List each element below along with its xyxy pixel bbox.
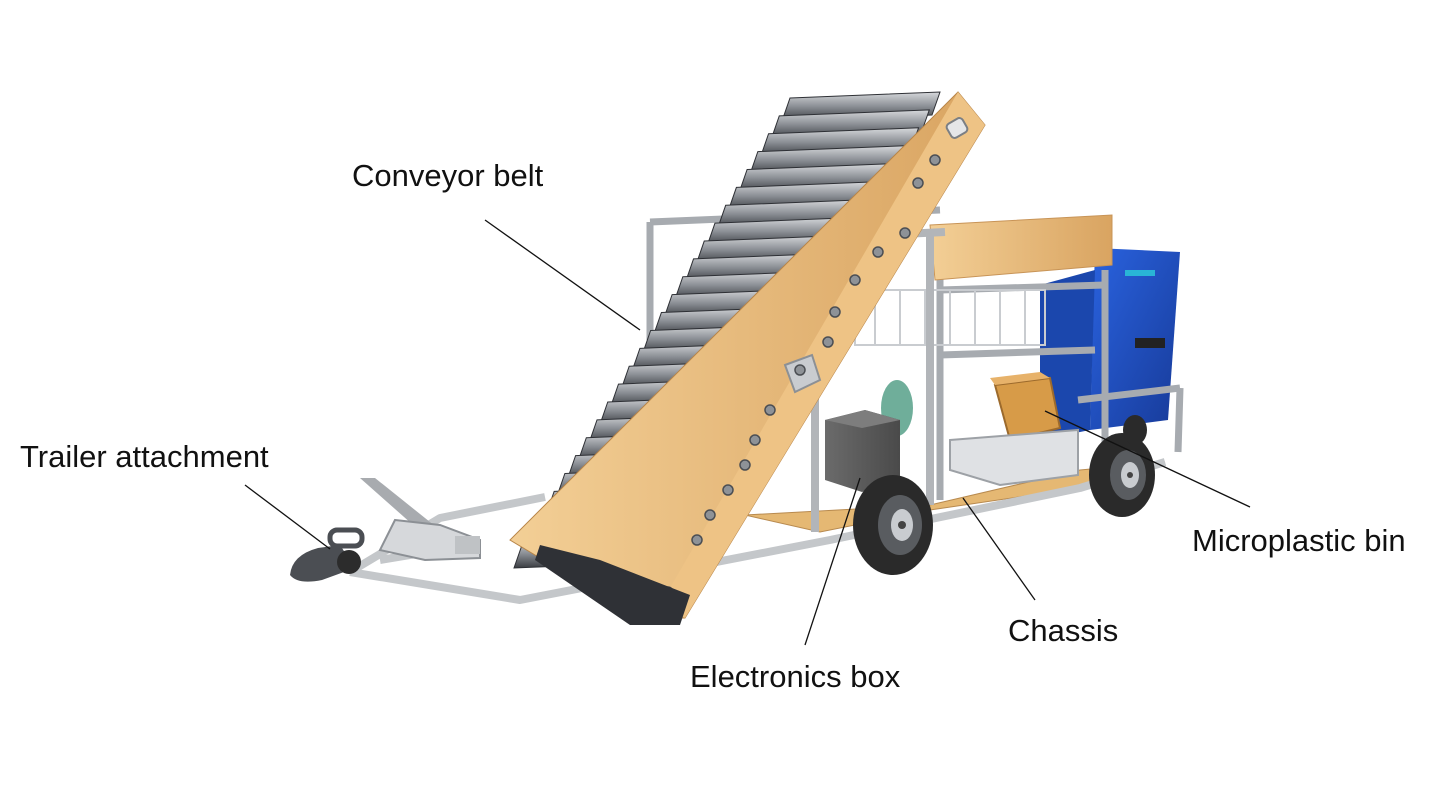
trailer-hitch (290, 478, 481, 582)
label-microplastic-bin: Microplastic bin (1192, 523, 1406, 558)
bolt (722, 484, 734, 496)
label-trailer-attachment: Trailer attachment (20, 439, 269, 474)
conveyor-underside (535, 545, 690, 625)
conveyor-motor-shaft (945, 117, 969, 139)
front-wheel (853, 475, 933, 575)
leader-electronics-box (804, 477, 861, 646)
wooden-storage-box (990, 372, 1062, 442)
leader-lines (244, 219, 1251, 646)
bolt (872, 246, 884, 258)
bolt (912, 177, 924, 189)
bolt (739, 459, 751, 471)
leader-chassis (962, 497, 1036, 601)
bolt (691, 534, 703, 546)
bolt (899, 227, 911, 239)
bolt (929, 154, 941, 166)
label-chassis: Chassis (1008, 613, 1119, 648)
bolt (764, 404, 776, 416)
leader-microplastic-bin (1044, 410, 1251, 508)
bolt (749, 434, 761, 446)
bolt (822, 336, 834, 348)
hopper-wood (929, 214, 1113, 281)
grey-tray (949, 428, 1079, 487)
bolt (849, 274, 861, 286)
label-electronics-box: Electronics box (690, 659, 901, 694)
microplastic-bin-shape (1040, 248, 1180, 440)
bolt (829, 306, 841, 318)
rear-wheel-back (1123, 415, 1147, 445)
electronics-box-shape (825, 410, 900, 492)
label-conveyor-belt: Conveyor belt (352, 158, 544, 193)
leader-trailer-attachment (244, 484, 331, 550)
bolt (704, 509, 716, 521)
bolt (794, 364, 806, 376)
conveyor-bolts (662, 154, 941, 598)
leader-conveyor-belt (484, 219, 641, 331)
rear-wheel (1089, 433, 1155, 517)
sieve-grid (854, 289, 1046, 346)
conveyor-wood-rail-side (660, 92, 985, 618)
